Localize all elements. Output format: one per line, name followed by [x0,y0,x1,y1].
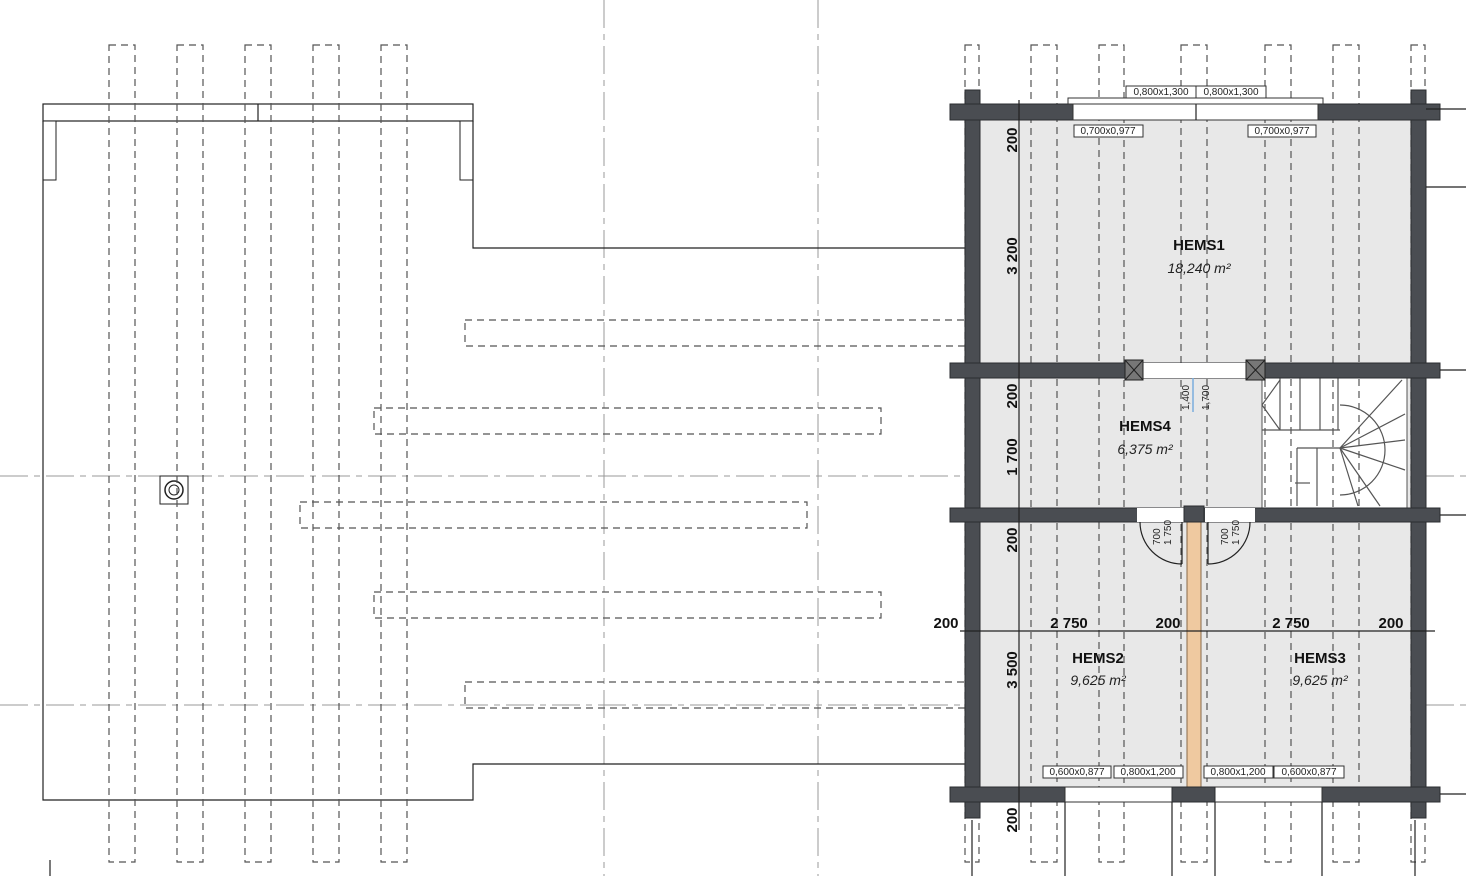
dashed-beam [464,319,973,347]
dashed-beam [176,44,204,863]
dashed-beam [380,44,408,863]
dashed-beam [1098,44,1125,863]
door-height: 1 750 [1163,520,1174,545]
dashed-beam [1264,44,1292,863]
room-name: HEMS3 [1294,650,1346,667]
opening-width: 1,400 [1181,385,1192,410]
dashed-beam [1180,44,1208,863]
window-tag: 0,700x0,977 [1080,126,1135,137]
window-tag: 0,800x1,200 [1120,767,1175,778]
dim-label: 2 750 [1050,615,1088,632]
room-name: HEMS1 [1173,237,1225,254]
dim-label: 200 [1004,807,1021,832]
dim-label: 200 [933,615,958,632]
left-structure-outline [42,103,965,876]
window-tag: 0,700x0,977 [1254,126,1309,137]
dim-label: 200 [1004,527,1021,552]
dashed-beam [312,44,340,863]
horizontal-dimensions: 200 2 750 200 2 750 200 [933,615,1403,632]
room-area: 9,625 m² [1292,672,1349,688]
window-tag: 0,800x1,300 [1133,87,1188,98]
dim-label: 3 500 [1004,651,1021,689]
dashed-beam [299,501,808,529]
opening-tags: 1,400 1,700 700 1 750 700 1 750 [1152,385,1242,545]
door-width: 700 [1152,528,1163,545]
building-plan [949,44,1466,876]
dashed-beam [244,44,272,863]
window-tag: 0,800x1,200 [1210,767,1265,778]
room-hems1: HEMS1 18,240 m² [1167,237,1231,276]
dim-label: 200 [1004,127,1021,152]
window-tag: 0,800x1,300 [1203,87,1258,98]
window-tags: 0,800x1,300 0,800x1,300 0,700x0,977 0,70… [1042,85,1345,779]
room-hems4: HEMS4 6,375 m² [1117,418,1174,457]
dashed-beam [373,591,882,619]
room-name: HEMS2 [1072,650,1124,667]
room-name: HEMS4 [1119,418,1171,435]
room-area: 9,625 m² [1070,672,1127,688]
opening-height: 1,700 [1201,385,1212,410]
dashed-beams [108,44,973,863]
drain-icon [159,475,189,505]
dashed-beam [373,407,882,435]
column-x-icon [1124,359,1266,381]
door-height: 1 750 [1231,520,1242,545]
partition-wall [1186,521,1202,788]
dashed-beam [464,681,973,709]
dim-label: 200 [1155,615,1180,632]
window-tag: 0,600x0,877 [1049,767,1104,778]
dim-label: 200 [1378,615,1403,632]
dashed-beam [108,44,136,863]
room-area: 6,375 m² [1117,441,1174,457]
window-tag: 0,600x0,877 [1281,767,1336,778]
dashed-beam [1332,44,1360,863]
dim-label: 1 700 [1004,438,1021,476]
dim-label: 3 200 [1004,237,1021,275]
dim-label: 2 750 [1272,615,1310,632]
vertical-dimensions: 200 3 200 200 1 700 200 3 500 200 [1004,127,1021,832]
room-hems2: HEMS2 9,625 m² [1070,650,1127,688]
room-hems3: HEMS3 9,625 m² [1292,650,1349,688]
dim-label: 200 [1004,383,1021,408]
door-width: 700 [1220,528,1231,545]
door-swing [1139,521,1251,565]
room-area: 18,240 m² [1167,260,1231,276]
dashed-beam [1030,44,1058,863]
